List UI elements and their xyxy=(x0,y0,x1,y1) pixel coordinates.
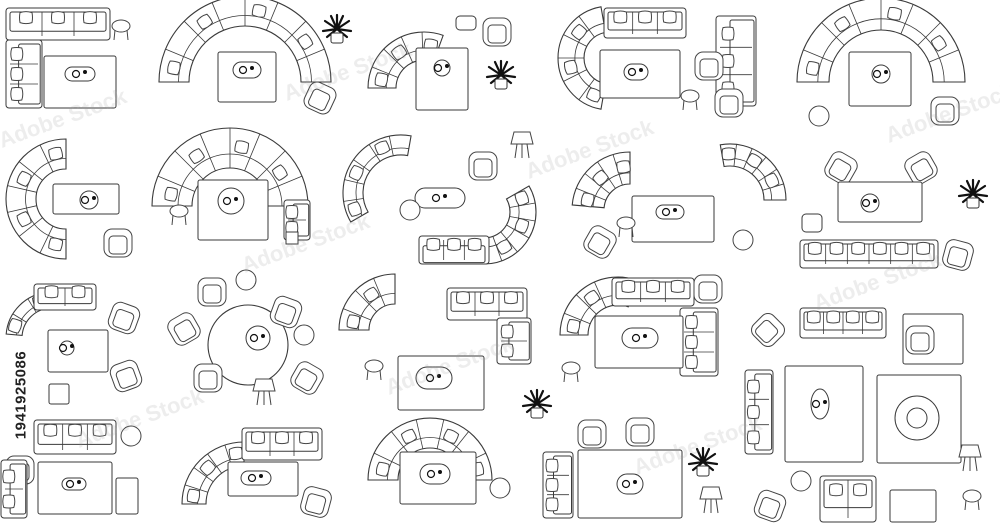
armchair-arrangement xyxy=(6,284,145,404)
serpentine-sofa-set xyxy=(343,131,536,264)
curved-sofa-ottoman xyxy=(368,418,511,504)
furniture-collection xyxy=(745,308,982,525)
watermark-text: Adobe Stock xyxy=(72,383,208,453)
round-table-armchairs xyxy=(164,269,327,406)
armchairs-and-bench-set xyxy=(800,148,989,273)
sofa-chair-plant xyxy=(543,417,723,518)
sofa-armchairs-row xyxy=(1,420,142,518)
curved-sofa-open-plan xyxy=(339,274,553,420)
curved-sectional-set xyxy=(558,7,756,118)
corner-sofa-set xyxy=(6,8,131,108)
sectional-set-with-chairs xyxy=(572,144,786,262)
large-curved-sofa-set xyxy=(152,128,310,244)
round-sofa-set xyxy=(6,139,133,259)
horseshoe-sofa-set xyxy=(797,0,965,127)
curved-sofa-set xyxy=(159,0,353,118)
curved-sofa-small xyxy=(182,428,334,520)
u-shaped-sectional xyxy=(560,274,723,383)
sofa-with-ottoman xyxy=(368,16,517,110)
